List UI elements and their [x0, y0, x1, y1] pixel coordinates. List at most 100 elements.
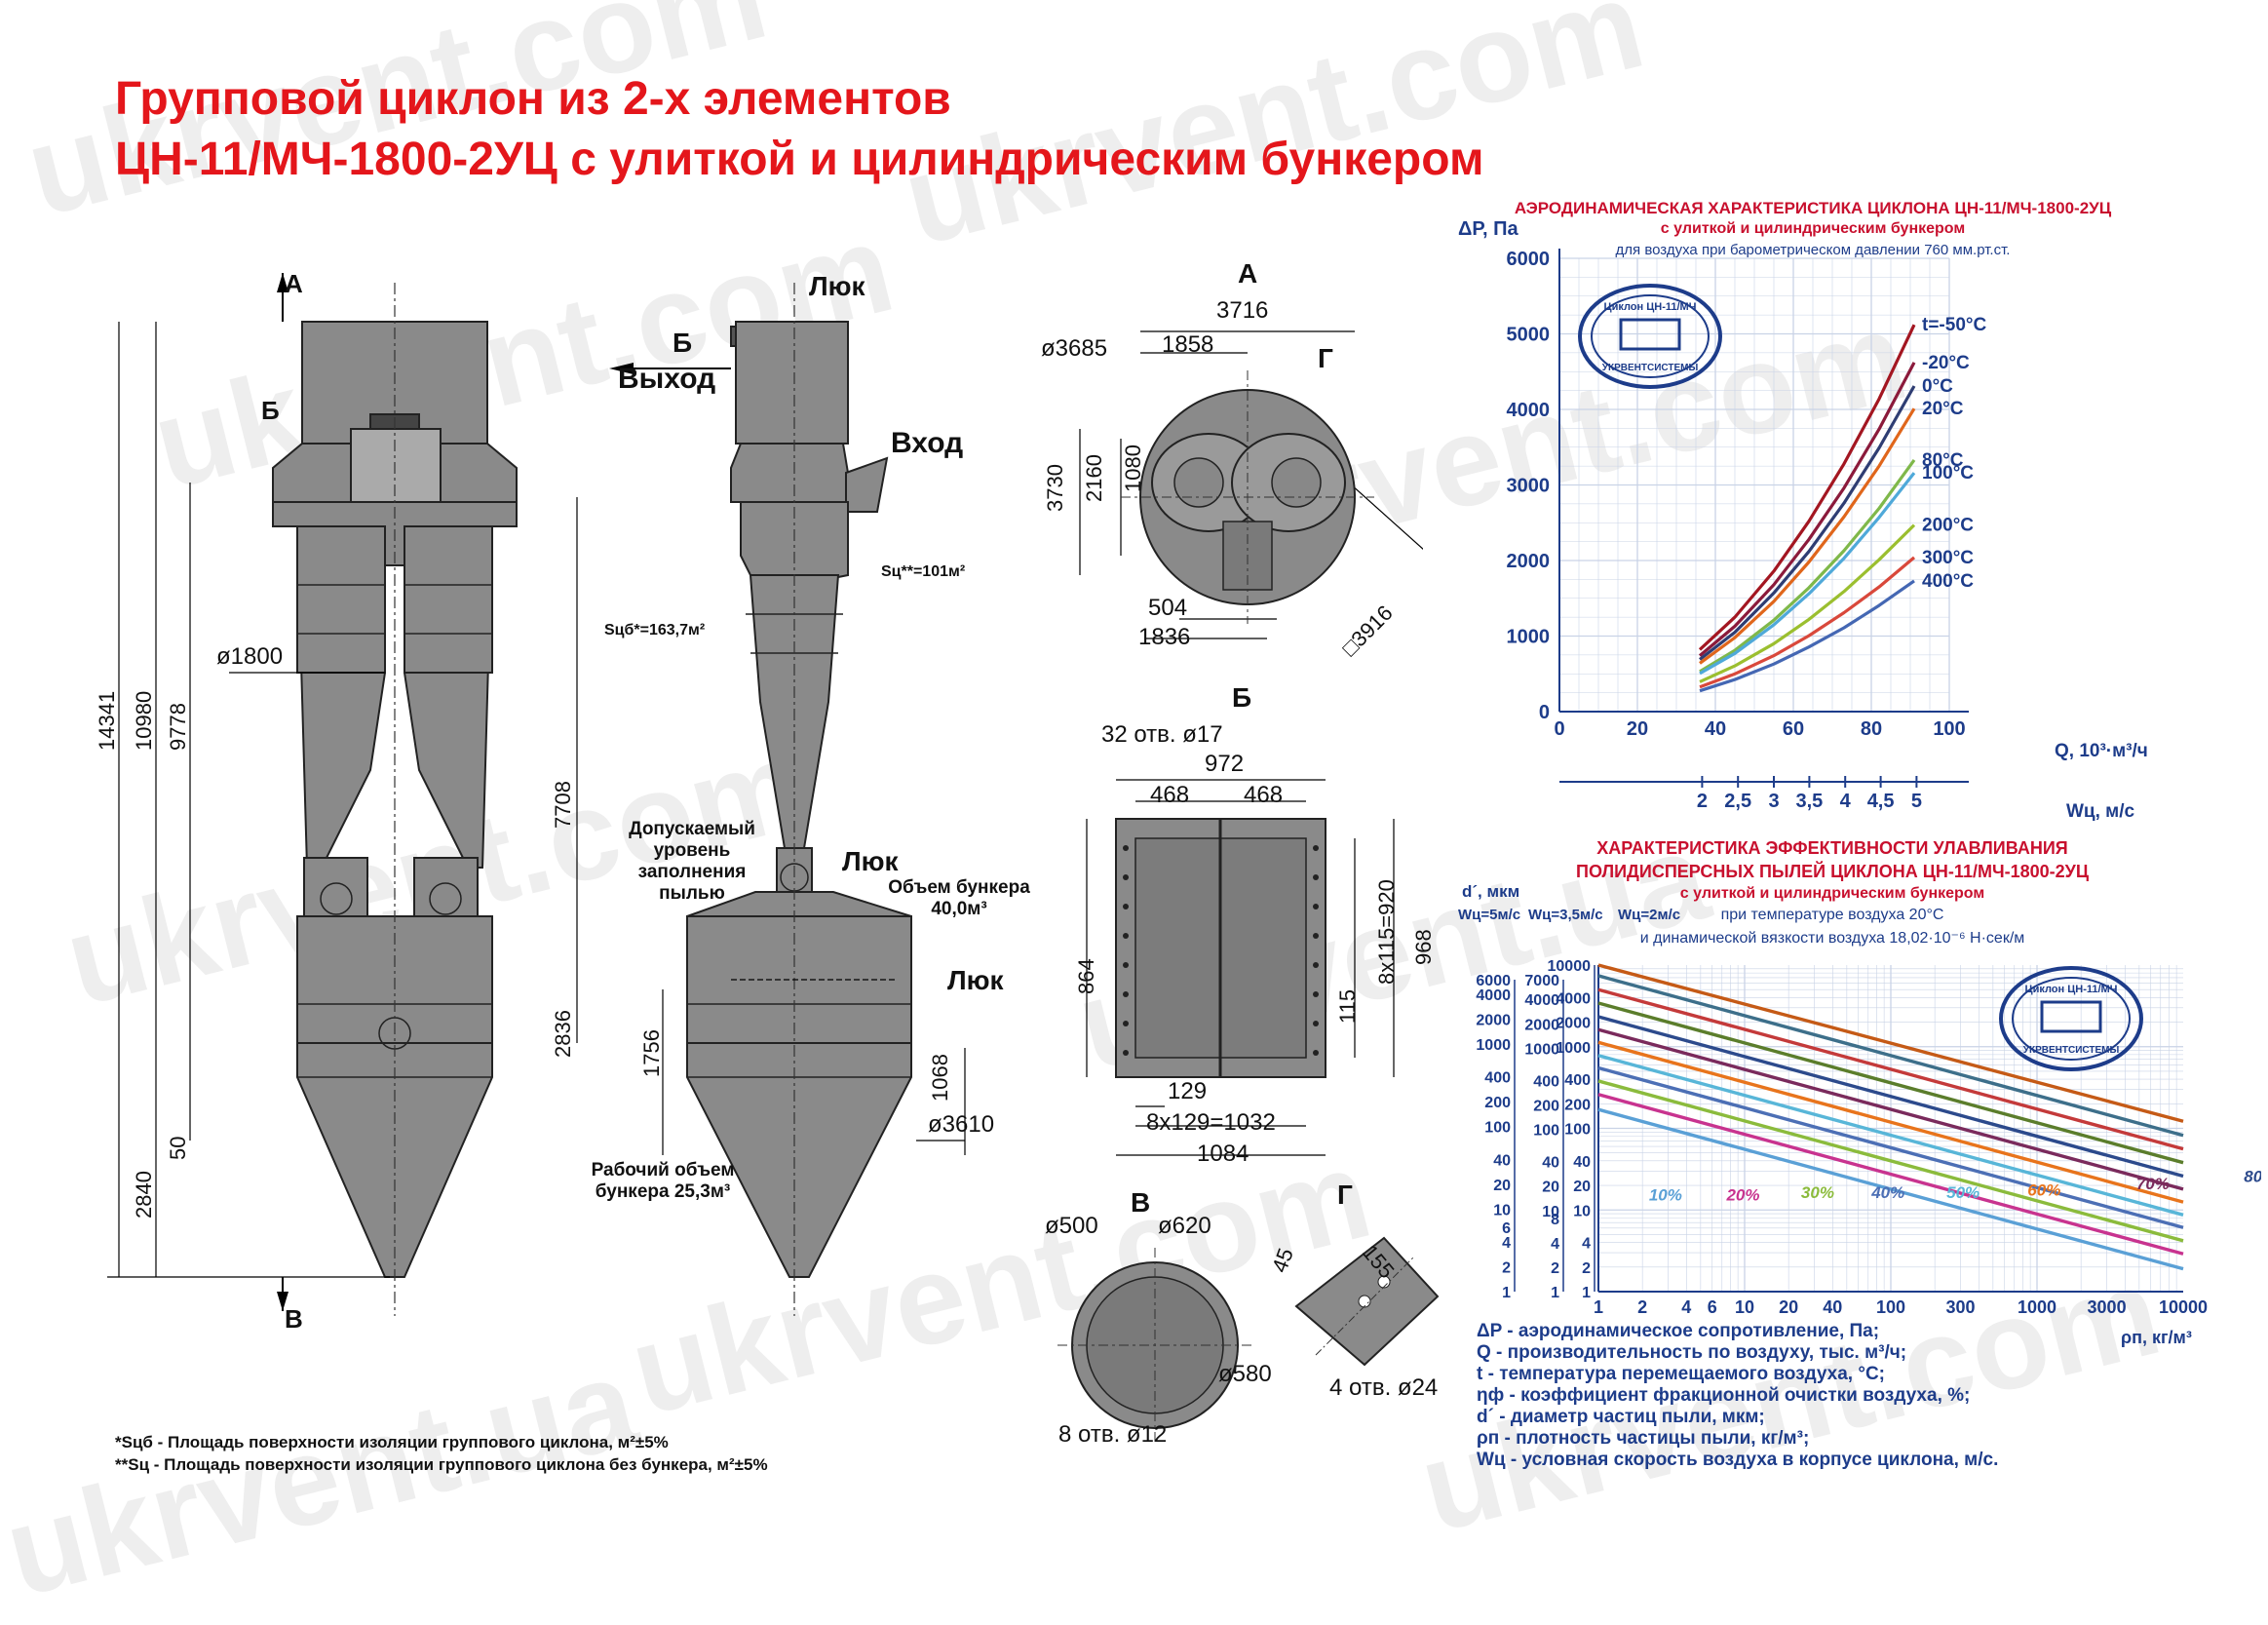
x-tick-label: 2 — [1637, 1297, 1647, 1317]
y-tick-label: 2000 — [1556, 1016, 1591, 1032]
y-tick-label: 1000 — [1476, 1037, 1511, 1054]
series-label: 20% — [1725, 1186, 1759, 1205]
chart1-x2label: Wц, м/с — [2066, 801, 2135, 822]
y-tick-label: 2 — [1502, 1260, 1511, 1277]
x-tick-label: 80 — [1861, 718, 1882, 740]
x2-tick-label: 3,5 — [1795, 791, 1823, 812]
front-dim-d1800: ø1800 — [216, 643, 284, 670]
side-view-drawing — [609, 283, 966, 1316]
side-hatch-mid: Люк — [842, 846, 899, 876]
series-line — [1597, 1054, 2184, 1217]
x-tick-label: 1 — [1594, 1297, 1603, 1317]
series-label: 30% — [1801, 1183, 1834, 1202]
legend-item: d´ - диаметр частиц пыли, мкм; — [1477, 1407, 1765, 1427]
x2-tick-label: 3 — [1768, 791, 1779, 812]
y-tick-label: 4 — [1551, 1236, 1559, 1253]
svg-text:УКРВЕНТСИСТЕМЫ: УКРВЕНТСИСТЕМЫ — [2023, 1045, 2120, 1056]
y-tick-label: 400 — [1564, 1072, 1591, 1089]
y-tick-label: 2000 — [1507, 551, 1551, 572]
view-v-label: В — [1131, 1187, 1151, 1218]
series-line — [1597, 1079, 2184, 1243]
view-b-h864: 864 — [1074, 958, 1098, 994]
series-line — [1698, 362, 1916, 657]
view-b-w468b: 468 — [1244, 782, 1284, 808]
front-dim-14341: 14341 — [95, 690, 119, 751]
series-line — [1597, 1107, 2184, 1271]
y-tick-label: 10 — [1493, 1202, 1511, 1219]
legend-item: t - температура перемещаемого воздуха, °… — [1477, 1364, 1886, 1384]
series-label: 80°С — [1922, 450, 1964, 471]
chart2-subtitle1: с улиткой и цилиндрическим бункером — [1679, 885, 1985, 902]
chart2-w35: Wц=3,5м/с — [1528, 907, 1603, 923]
series-label: 0°С — [1922, 376, 1953, 397]
view-a-G: Г — [1318, 343, 1333, 373]
series-label: 40% — [1870, 1183, 1904, 1202]
front-dim-2836: 2836 — [551, 1010, 575, 1058]
view-g-holes: 4 отв. ø24 — [1329, 1374, 1439, 1401]
front-dim-2840: 2840 — [132, 1171, 156, 1219]
y-tick-label: 6000 — [1507, 249, 1551, 270]
chart2-title2: ПОЛИДИСПЕРСНЫХ ПЫЛЕЙ ЦИКЛОНА ЦН-11/МЧ-18… — [1576, 862, 2089, 881]
series-line — [1699, 472, 1916, 676]
x2-tick-label: 4,5 — [1867, 791, 1895, 812]
x-tick-label: 6 — [1708, 1297, 1717, 1317]
stamp-logo: Циклон ЦН-11/МЧ УКРВЕНТСИСТЕМЫ — [1578, 284, 1722, 389]
view-v-drawing — [1057, 1248, 1252, 1443]
y-tick-label: 100 — [1484, 1120, 1511, 1137]
series-line — [1699, 579, 1915, 693]
page-subtitle: ЦН-11/МЧ-1800-2УЦ с улиткой и цилиндриче… — [115, 134, 1484, 185]
y-tick-label: 2 — [1582, 1260, 1591, 1277]
y-tick-label: 2000 — [1476, 1012, 1511, 1028]
chart2-subtitle2: при температуре воздуха 20°С — [1720, 907, 1944, 923]
front-view-drawing — [107, 273, 578, 1316]
front-dim-50: 50 — [166, 1136, 190, 1160]
x-tick-label: 20 — [1627, 718, 1648, 740]
side-dim-d3610: ø3610 — [928, 1111, 995, 1138]
y-tick-label: 2000 — [1524, 1017, 1559, 1033]
y-tick-label: 3000 — [1507, 476, 1551, 497]
y-tick-label: 100 — [1564, 1122, 1591, 1139]
series-line — [1597, 963, 2184, 1123]
chart2-xlabel: ρп, кг/м³ — [2121, 1328, 2192, 1347]
view-a-w1858: 1858 — [1162, 331, 1214, 358]
chart2-title1: ХАРАКТЕРИСТИКА ЭФФЕКТИВНОСТИ УЛАВЛИВАНИЯ — [1596, 838, 2068, 858]
series-label: 60% — [2027, 1181, 2060, 1200]
chart2-ylabel: d´, мкм — [1462, 882, 1520, 901]
view-a-h1080: 1080 — [1121, 445, 1145, 492]
y-tick-label: 1000 — [1507, 627, 1551, 648]
legend-item: Wц - условная скорость воздуха в корпусе… — [1477, 1450, 1999, 1470]
series-line — [1597, 1015, 2184, 1179]
view-a-w1836: 1836 — [1138, 624, 1191, 650]
x-tick-label: 40 — [1823, 1297, 1842, 1317]
y-tick-label: 200 — [1564, 1097, 1591, 1113]
y-tick-label: 0 — [1539, 702, 1550, 723]
y-tick-label: 1000 — [1556, 1040, 1591, 1057]
watermark: ukrvent.ua — [0, 1330, 649, 1624]
series-label: 400°С — [1922, 571, 1974, 592]
side-volume-note: Объем бункера 40,0м³ — [888, 877, 1030, 919]
y-tick-label: 200 — [1484, 1095, 1511, 1111]
series-line — [1597, 987, 2184, 1151]
view-b-w129: 129 — [1168, 1078, 1208, 1104]
view-v-d580: ø580 — [1218, 1361, 1272, 1387]
x-tick-label: 100 — [1876, 1297, 1905, 1317]
view-g-drawing — [1294, 1236, 1440, 1367]
series-line — [1597, 974, 2184, 1138]
series-line — [1699, 407, 1916, 665]
series-label: 100°С — [1922, 463, 1974, 484]
front-label-A: А — [285, 269, 303, 298]
x-tick-label: 100 — [1933, 718, 1965, 740]
side-dim-1756: 1756 — [639, 1029, 664, 1077]
chart1-subtitle2: для воздуха при барометрическом давлении… — [1615, 242, 2011, 258]
svg-text:Циклон ЦН-11/МЧ: Циклон ЦН-11/МЧ — [2025, 984, 2118, 995]
view-a-h2160: 2160 — [1082, 454, 1106, 502]
x-tick-label: 60 — [1783, 718, 1804, 740]
y-tick-label: 40 — [1493, 1152, 1511, 1169]
front-label-B: Б — [261, 396, 280, 425]
chart2-w2: Wц=2м/с — [1618, 907, 1681, 923]
side-work-volume: Рабочий объем бункера 25,3м³ — [591, 1160, 735, 1202]
view-b-drawing — [1086, 779, 1395, 1156]
y-tick-label: 4000 — [1507, 400, 1551, 421]
series-line — [1597, 1027, 2184, 1191]
side-hatch-top: Люк — [809, 271, 865, 301]
